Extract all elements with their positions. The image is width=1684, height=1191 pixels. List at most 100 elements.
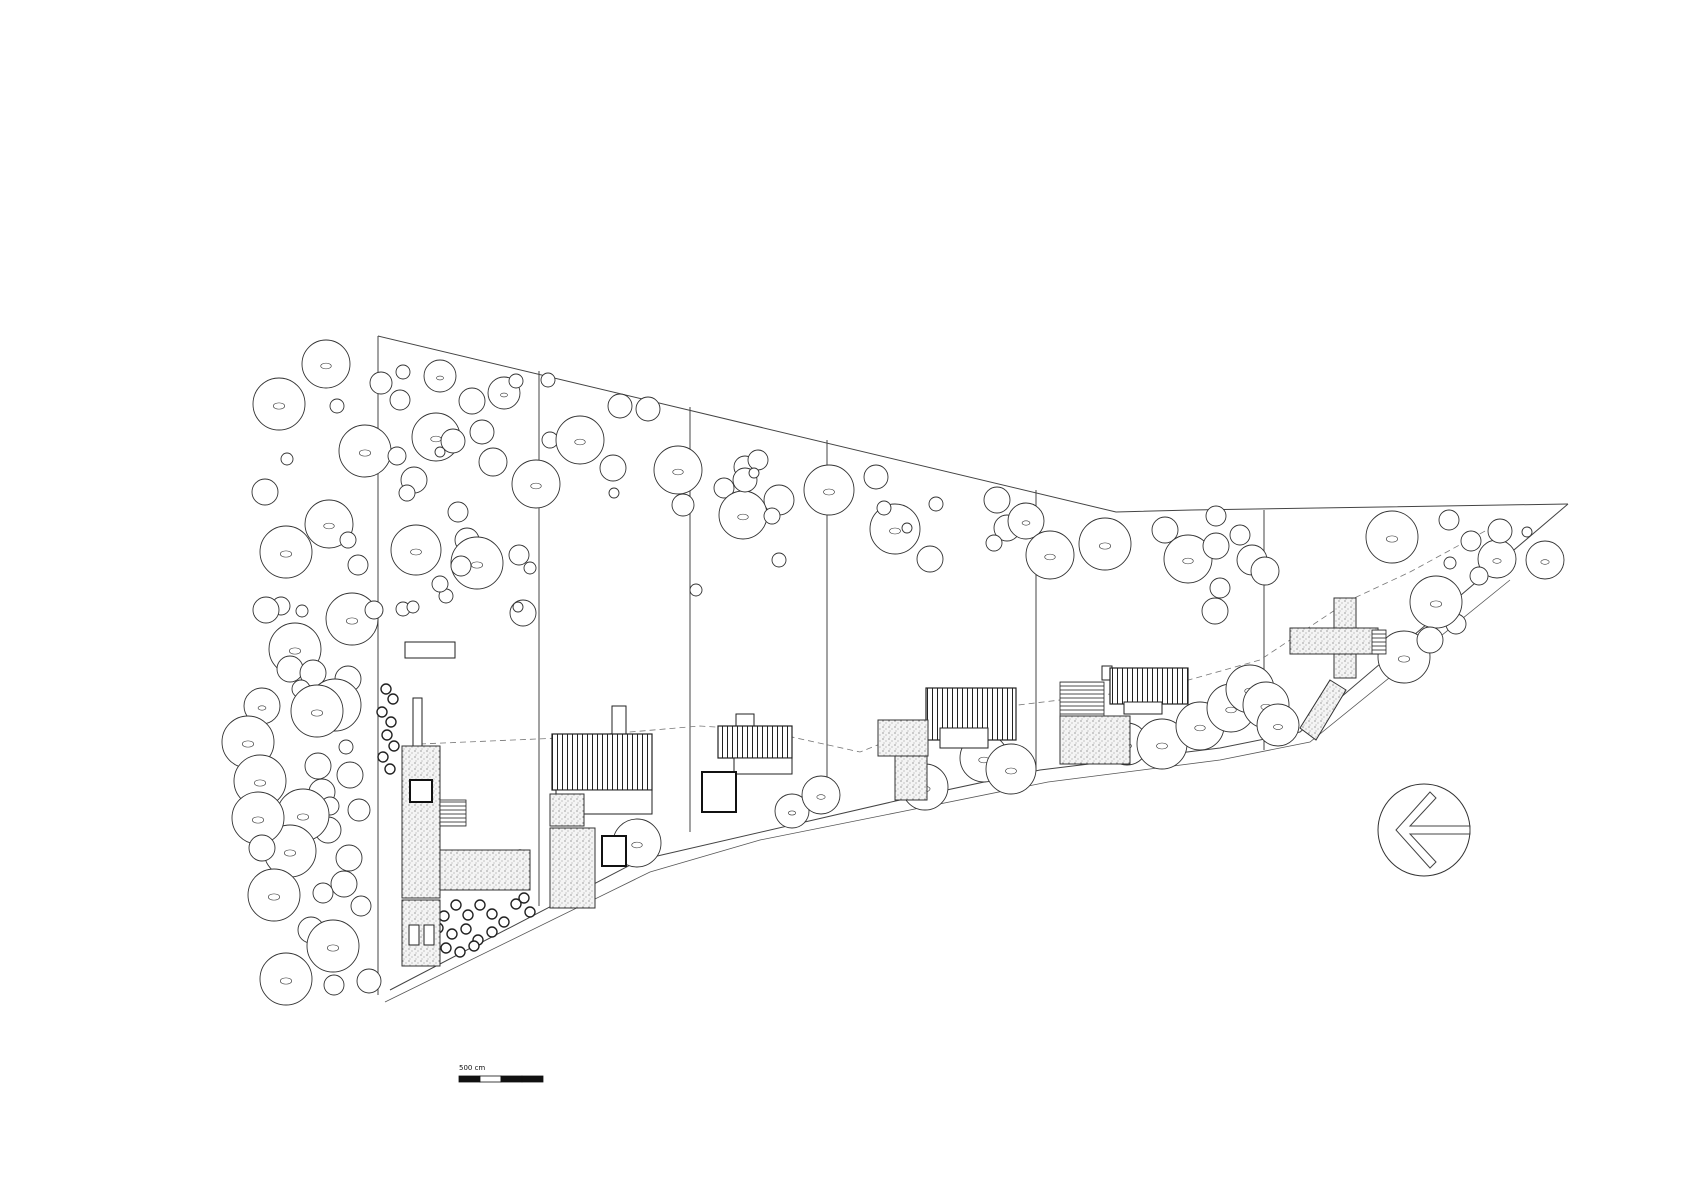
- tree: [1377, 630, 1431, 684]
- tree: [1205, 505, 1227, 527]
- tree-trunk: [1492, 558, 1502, 564]
- tree-trunk: [283, 849, 297, 857]
- tree-trunk: [737, 513, 749, 521]
- tree: [434, 446, 446, 458]
- tree: [983, 486, 1011, 514]
- tree: [338, 739, 354, 755]
- house-2: [549, 705, 653, 909]
- tree-trunk: [1005, 767, 1017, 775]
- house-4: [877, 687, 1017, 801]
- tree: [1229, 524, 1251, 546]
- tree: [1469, 566, 1489, 586]
- tree: [450, 555, 472, 577]
- tree: [1209, 577, 1231, 599]
- tree: [1151, 516, 1179, 544]
- tree: [325, 592, 379, 646]
- tree: [469, 419, 495, 445]
- tree: [398, 484, 416, 502]
- tree: [540, 372, 556, 388]
- tree-trunk: [279, 550, 293, 558]
- tree: [748, 467, 760, 479]
- house-5-terrace: [1059, 715, 1131, 765]
- shrub: [510, 898, 522, 910]
- tree: [1487, 518, 1513, 544]
- tree: [304, 752, 332, 780]
- tree: [653, 445, 703, 495]
- tree: [406, 600, 420, 614]
- tree: [718, 490, 768, 540]
- shrub: [381, 729, 393, 741]
- tree: [876, 500, 892, 516]
- shrub: [387, 693, 399, 705]
- tree: [336, 761, 364, 789]
- tree-trunk: [253, 779, 267, 787]
- tree: [523, 561, 537, 575]
- tree: [916, 545, 944, 573]
- tree: [251, 478, 279, 506]
- tree: [390, 524, 442, 576]
- tree: [1163, 534, 1213, 584]
- house-3: [701, 713, 793, 813]
- house-4-garage: [877, 719, 929, 757]
- tree: [713, 477, 735, 499]
- shrub: [440, 942, 452, 954]
- tree: [511, 459, 561, 509]
- tree-trunk: [1044, 553, 1056, 561]
- tree-trunk: [326, 944, 340, 952]
- tree: [1443, 556, 1457, 570]
- road-edge: [384, 579, 1511, 1003]
- house-5-wing: [1123, 701, 1163, 715]
- parking-shed: [404, 641, 456, 659]
- tree: [369, 371, 393, 395]
- shrub: [486, 908, 498, 920]
- house-1: [401, 641, 531, 967]
- tree-trunk: [241, 740, 255, 748]
- house-6-deck: [1371, 629, 1387, 655]
- house-1-court: [409, 779, 433, 803]
- tree: [512, 601, 524, 613]
- tree: [252, 377, 306, 431]
- tree-trunk: [310, 709, 324, 717]
- tree: [747, 449, 769, 471]
- tree: [1078, 517, 1132, 571]
- tree: [863, 464, 889, 490]
- north-arrow: [1377, 783, 1471, 877]
- tree: [458, 387, 486, 415]
- tree: [356, 968, 382, 994]
- tree: [301, 339, 351, 389]
- shrub: [468, 940, 480, 952]
- tree-trunk: [1225, 706, 1237, 714]
- tree: [347, 554, 369, 576]
- tree: [1250, 556, 1280, 586]
- house-2-patio: [601, 835, 627, 867]
- scale-bar-label: 500 cm: [459, 1064, 485, 1072]
- scale-segment: [458, 1075, 481, 1083]
- tree-trunk: [323, 522, 335, 530]
- north-arrow-icon: [1395, 791, 1471, 869]
- house-5-deck: [1059, 681, 1105, 717]
- tree-trunk: [1385, 535, 1399, 543]
- tree-trunk: [320, 362, 332, 370]
- tree-trunk: [1540, 559, 1550, 565]
- tree: [431, 575, 449, 593]
- tree-trunk: [1098, 542, 1112, 550]
- tree: [985, 534, 1003, 552]
- tree: [329, 398, 345, 414]
- tree: [323, 974, 345, 996]
- tree-trunk: [823, 488, 835, 496]
- tree-trunk: [889, 527, 901, 535]
- shrub: [474, 899, 486, 911]
- house-6-wing: [1289, 627, 1379, 655]
- tree-trunk: [272, 402, 286, 410]
- shrub: [384, 763, 396, 775]
- tree: [985, 743, 1037, 795]
- tree-trunk: [574, 438, 586, 446]
- tree-trunk: [816, 794, 826, 800]
- tree: [295, 604, 309, 618]
- house-1-terrace: [439, 849, 531, 891]
- tree: [440, 428, 466, 454]
- house-4-wing: [939, 727, 989, 749]
- tree-trunk: [1429, 600, 1443, 608]
- house-2-roof: [551, 733, 653, 791]
- tree-trunk: [288, 647, 302, 655]
